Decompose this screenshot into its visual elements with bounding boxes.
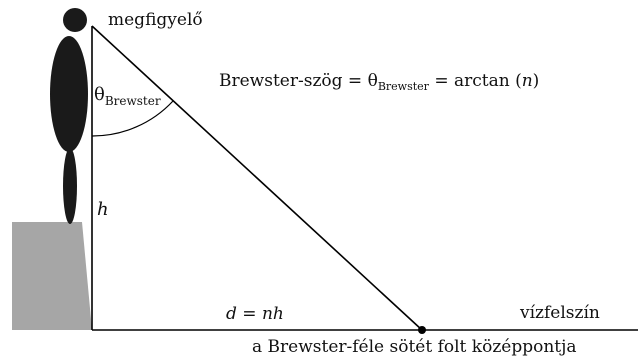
formula-end: ) <box>533 71 540 91</box>
dark-spot-label: a Brewster-féle sötét folt középpontja <box>252 337 577 357</box>
theta-label: θBrewster <box>94 84 161 108</box>
observer-figure <box>50 8 88 224</box>
observer-legs <box>63 148 77 224</box>
water-surface-label: vízfelszín <box>519 303 600 323</box>
observer-head <box>63 8 87 32</box>
dark-spot-point <box>418 326 426 334</box>
observer-label: megfigyelő <box>108 10 203 30</box>
distance-d: d <box>226 304 237 324</box>
pedestal <box>12 222 92 330</box>
theta-subscript: Brewster <box>105 94 161 108</box>
sight-line <box>91 25 423 331</box>
distance-eq: = <box>237 304 262 324</box>
formula-mid: = arctan ( <box>429 71 522 91</box>
angle-arc <box>91 100 174 137</box>
formula-n: n <box>522 71 533 91</box>
formula-label: Brewster-szög = θBrewster = arctan (n) <box>219 71 539 93</box>
theta-symbol: θ <box>94 84 105 105</box>
formula-prefix: Brewster-szög = θ <box>219 71 378 91</box>
distance-nh: nh <box>262 304 284 324</box>
distance-label: d = nh <box>226 304 284 324</box>
observer-body <box>50 36 88 152</box>
height-label: h <box>97 199 109 220</box>
formula-subscript: Brewster <box>378 80 430 93</box>
